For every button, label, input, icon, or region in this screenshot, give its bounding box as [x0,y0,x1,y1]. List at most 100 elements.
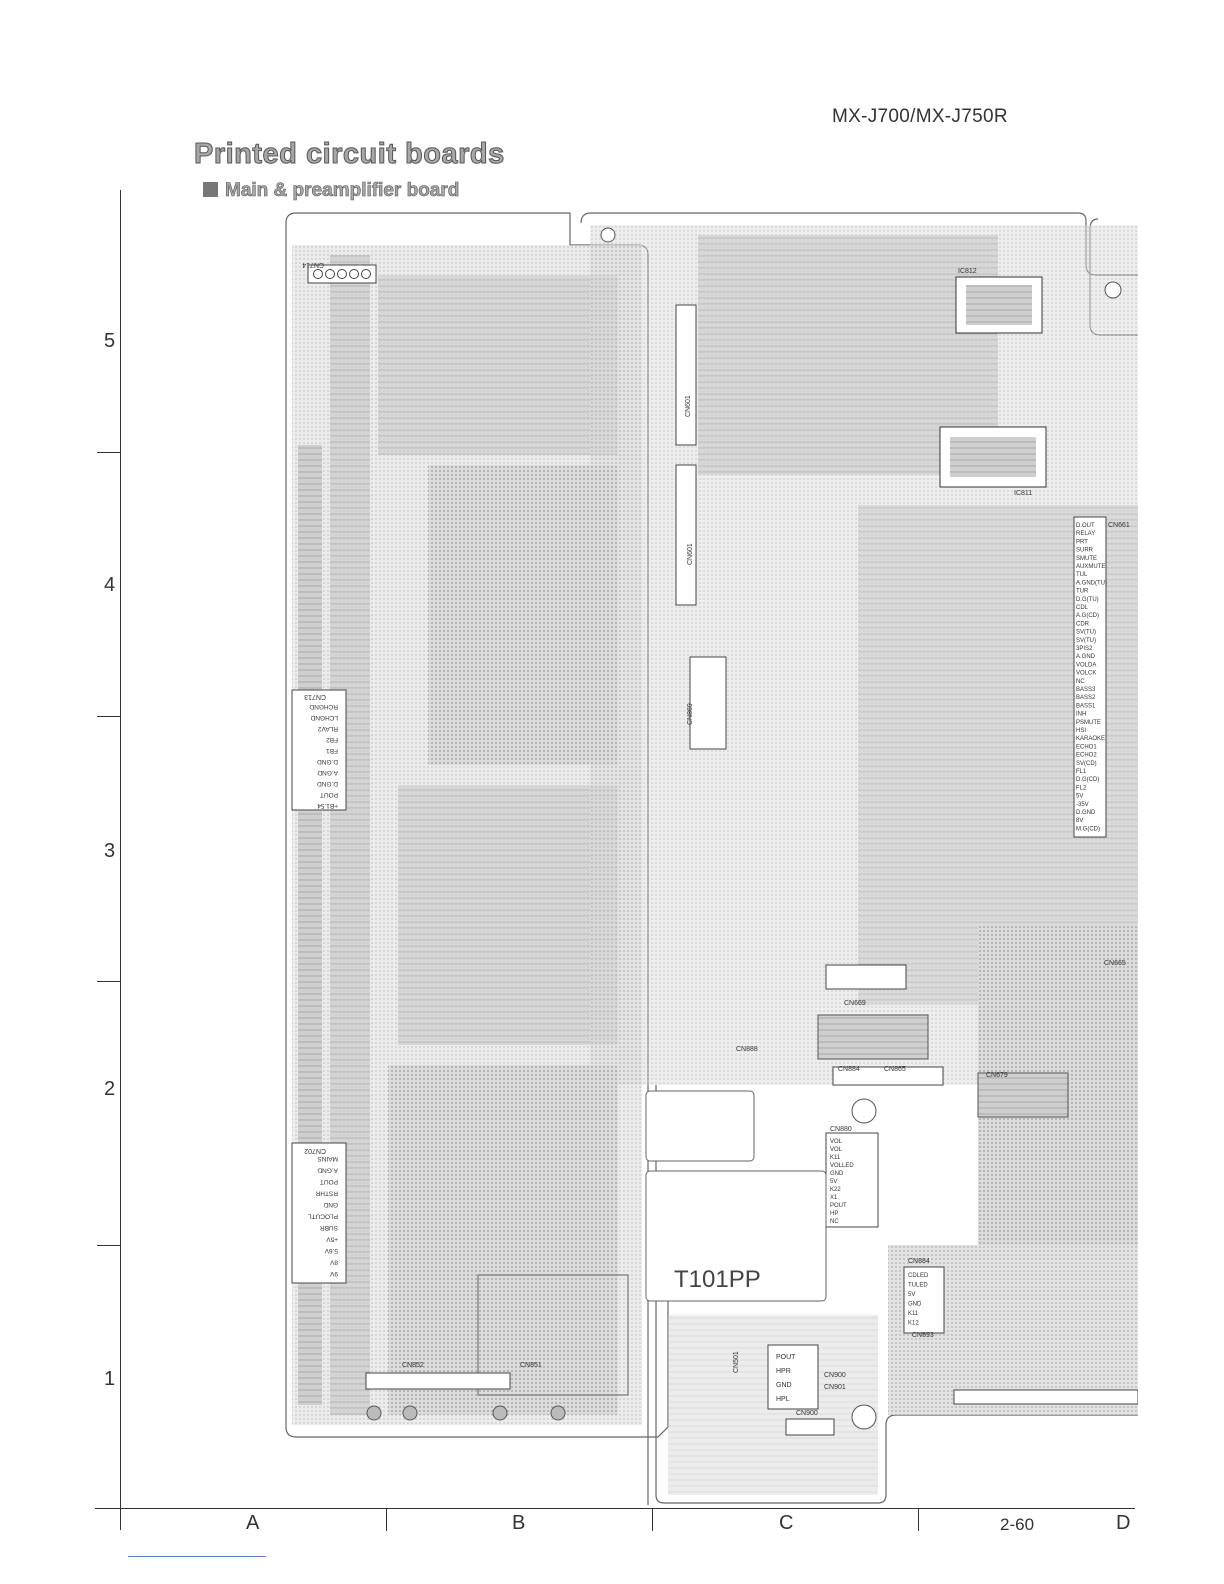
connector-label: CN888 [736,1046,758,1053]
row-divider [97,981,121,982]
connector-label: CN869 [687,703,694,725]
cn702-pin-label: SUBR [320,1224,338,1231]
cn661-pin-label: ECHO1 [1076,744,1097,750]
cn661-pin-label: NC [1076,679,1085,685]
cn661-pin-label: VOLDA [1076,662,1096,668]
connector-cn884-865 [832,1066,944,1086]
ic-socket [817,1014,1069,1118]
cn661-pin-label: A.GND(TU) [1076,580,1107,586]
cn661-pin-label: KARAOKE [1076,736,1105,742]
row-label: 2 [104,1078,116,1100]
cn661-pin-label: FL2 [1076,785,1087,791]
cn661-pin-label: D.GND [1076,810,1096,816]
cn661-pin-label: D.G(CD) [1076,777,1099,783]
cn693-pin-label: TULED [908,1283,928,1289]
connector-label: CN852 [402,1362,424,1369]
cn661-pin-label: M.G(CD) [1076,826,1100,832]
cn661-pin-label: INH [1076,712,1086,718]
cn693-pin-label: CDLED [908,1273,929,1279]
connector-label: CN880 [830,1126,852,1133]
cn880-pin-label: 5V [830,1179,837,1185]
cn880-pin-label: VOL [830,1139,843,1145]
page-number: 2-60 [1000,1515,1035,1534]
ic-label: IC812 [958,268,977,275]
cn661-pin-label: SV(TU) [1076,630,1096,636]
connector-cn713 [291,689,347,811]
cn661-pin-label: TUR [1076,589,1089,595]
connector-label: CN669 [844,1000,866,1007]
connector-cn669 [825,964,907,990]
connector-label: CN884 [908,1258,930,1265]
row-divider [97,716,121,717]
cn661-pin-label: CDR [1076,621,1090,627]
cn702-pin-label: 5.6V [324,1247,338,1254]
cn900-pin-label: GND [776,1382,792,1389]
square-bullet-icon [203,182,218,197]
column-divider [918,1509,919,1531]
cn713-pin-label: RCHGND [309,703,338,710]
cn702-pin-label: PLOCUTL [308,1213,338,1220]
connector-label: CN679 [986,1072,1008,1079]
connector-label: CN900 [824,1372,846,1379]
cn702-pin-label: 9V [329,1270,338,1277]
cn880-pin-label: POUT [830,1203,847,1209]
cn661-pin-label: VOLCK [1076,671,1096,677]
connector-label: CN865 [884,1066,906,1073]
connector-cn852 [365,1372,511,1390]
connector-label: CN601 [685,395,692,417]
cn880-pin-label: GND [830,1171,844,1177]
cn661-pin-label: D.OUT [1076,523,1095,529]
cn661-pin-label: 5V [1076,794,1083,800]
cn661-pin-label: BASS2 [1076,695,1096,701]
cn661-pin-label: BASS1 [1076,703,1096,709]
cn661-pin-label: SV(TU) [1076,638,1096,644]
connector-label: CN884 [838,1066,860,1073]
cn693-pin-label: 5V [908,1292,915,1298]
cn713-pin-label: RLAV2 [318,725,338,732]
cn713-pin-label: D.GND [317,758,338,765]
cn661-pin-label: A.GND [1076,654,1096,660]
cn661-pin-label: SURR [1076,548,1094,554]
cn661-pin-label: PSMUTE [1076,720,1101,726]
connector-label: CN702 [304,1147,326,1154]
cn880-pin-label: VOLLED [830,1163,854,1169]
cn661-pin-label: TUL [1076,572,1088,578]
connector-label: CN900 [796,1410,818,1417]
cn880-pin-label: K11 [830,1155,841,1161]
page-title: Printed circuit boards [194,138,505,171]
cn661-pin-label: PRT [1076,539,1088,545]
cn702-pin-label: A.GND [317,1167,338,1174]
column-label: D [1116,1512,1131,1534]
ic-ic812 [955,276,1043,334]
cn702-pin-label: MAINS [317,1155,338,1162]
cn661-pin-label: A.G(CD) [1076,613,1099,619]
row-label: 4 [104,574,116,596]
cn702-pin-label: 8V [329,1259,338,1266]
row-label: 5 [104,330,116,352]
grid-frame-horizontal [95,1508,1135,1509]
connector-cn601 [675,304,697,606]
connector-label: CN901 [824,1384,846,1391]
cn661-pin-label: ECHO2 [1076,753,1097,759]
cn880-pin-label: VOL [830,1147,843,1153]
column-label: B [512,1512,526,1534]
transformer-label: T101PP [674,1266,761,1293]
cn661-pin-label: SV(CD) [1076,761,1097,767]
cn713-pin-label: A.GND [317,769,338,776]
connector-cn900 [767,1344,835,1436]
cn713-pin-label: +B1.54 [317,802,338,809]
connector-cn869 [689,656,727,750]
cn661-pin-label: SMUTE [1076,556,1097,562]
connector-label: CN661 [1108,522,1130,529]
column-divider [652,1509,653,1531]
cn713-pin-label: D.GND [317,780,338,787]
row-label: 1 [104,1368,116,1390]
cn661-pin-label: BASS3 [1076,687,1096,693]
cn713-pin-label: FB1 [326,747,338,754]
connector-label: CN713 [304,693,326,700]
connector-cn714 [307,264,377,284]
section-subtitle-text: Main & preamplifier board [225,180,460,202]
cn693-pin-label: K12 [908,1321,919,1327]
cn661-pin-label: -35V [1076,802,1089,808]
cn900-pin-label: HPR [776,1368,791,1375]
